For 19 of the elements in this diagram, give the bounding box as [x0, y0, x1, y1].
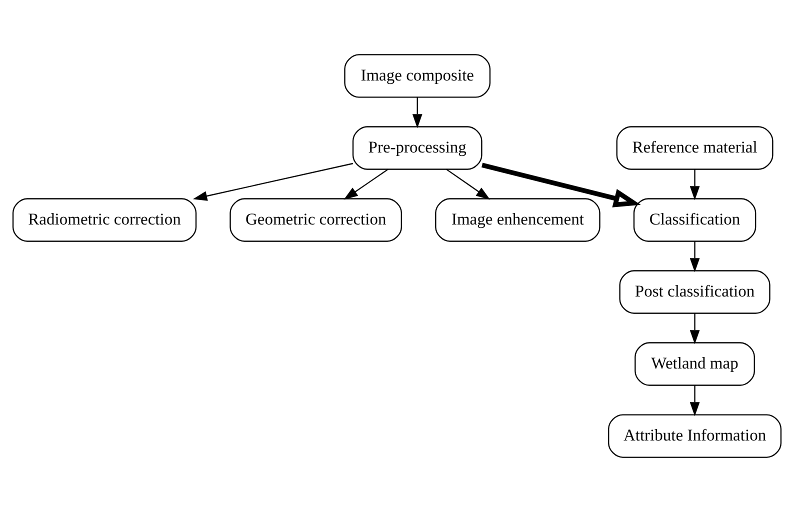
node-box: Image enhencement: [435, 198, 600, 242]
arrow: [690, 169, 700, 200]
arrow: [344, 168, 388, 200]
arrow: [690, 241, 700, 272]
node-box: Classification: [633, 198, 756, 242]
node-box: Wetland map: [634, 342, 755, 386]
arrow: [446, 168, 490, 200]
arrow: [412, 97, 422, 128]
node-box: Image composite: [344, 54, 491, 98]
node-box: Reference material: [616, 126, 774, 170]
arrow: [690, 385, 700, 416]
node-box: Radiometric correction: [12, 198, 197, 242]
node-box: Pre-processing: [352, 126, 482, 170]
node-box: Post classification: [619, 270, 770, 314]
arrow: [690, 313, 700, 344]
node-box: Geometric correction: [230, 198, 402, 242]
node-box: Attribute Information: [608, 414, 782, 458]
arrow: [192, 162, 354, 201]
arrow: [482, 162, 641, 208]
